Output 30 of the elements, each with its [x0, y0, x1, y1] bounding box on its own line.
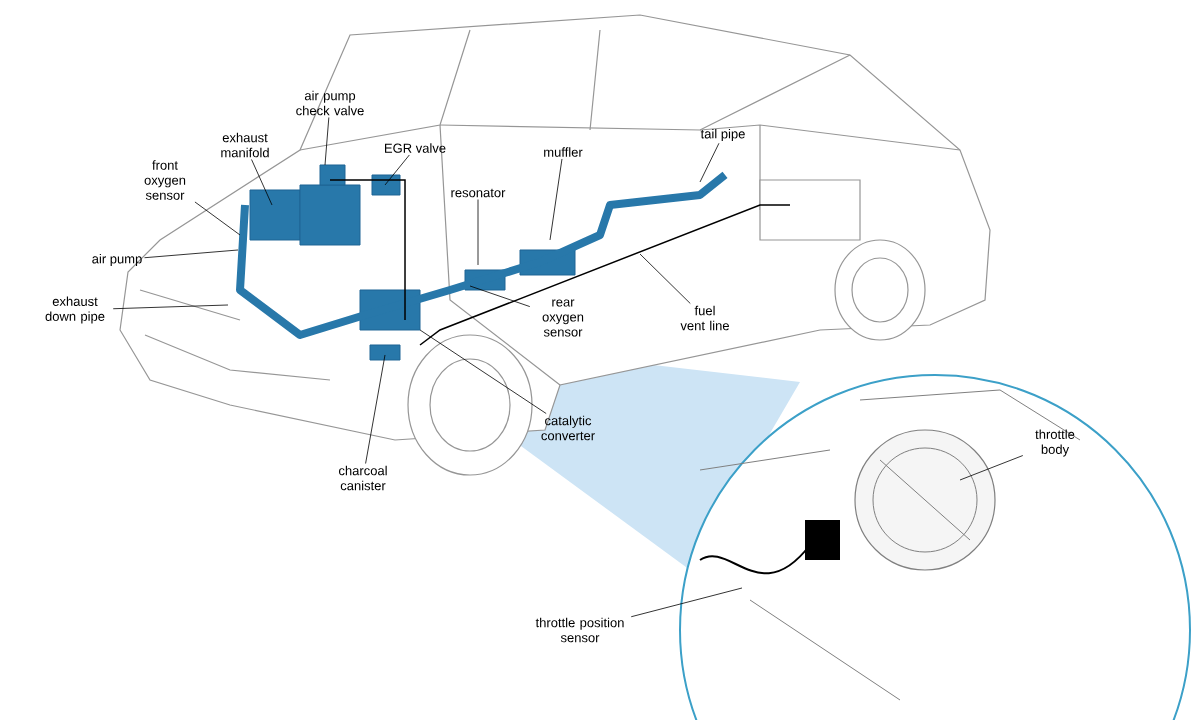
- part-label: front oxygen sensor: [144, 160, 186, 200]
- leader-line: [469, 285, 531, 307]
- leader-line: [384, 154, 410, 186]
- leader-line: [112, 304, 229, 310]
- part-label: tail pipe: [700, 128, 745, 142]
- part-label: throttle body: [1035, 429, 1075, 457]
- part-label: muffler: [544, 147, 583, 157]
- leader-line: [639, 253, 691, 304]
- leader-line: [194, 201, 241, 236]
- leader-line: [477, 199, 479, 266]
- part-label: exhaust down pipe: [45, 296, 105, 324]
- part-label: air pump: [92, 253, 142, 267]
- leader-line: [959, 455, 1024, 481]
- leader-line: [144, 249, 239, 259]
- leader-line: [251, 159, 273, 206]
- part-label: throttle position sensor: [535, 617, 624, 643]
- leader-line: [419, 329, 547, 414]
- part-label: resonator: [451, 188, 506, 198]
- leader-line: [549, 158, 563, 241]
- leader-line: [630, 587, 743, 618]
- part-label: exhaust manifold: [221, 132, 269, 158]
- leader-line: [699, 142, 720, 183]
- part-label: catalytic converter: [541, 415, 595, 441]
- leader-line: [365, 354, 386, 464]
- part-label: fuel vent line: [680, 305, 729, 331]
- part-label: rear oxygen sensor: [542, 299, 584, 337]
- part-label: EGR valve: [385, 143, 446, 153]
- leader-line: [324, 117, 330, 166]
- part-label: air pump check valve: [296, 90, 364, 116]
- part-label: charcoal canister: [339, 465, 387, 491]
